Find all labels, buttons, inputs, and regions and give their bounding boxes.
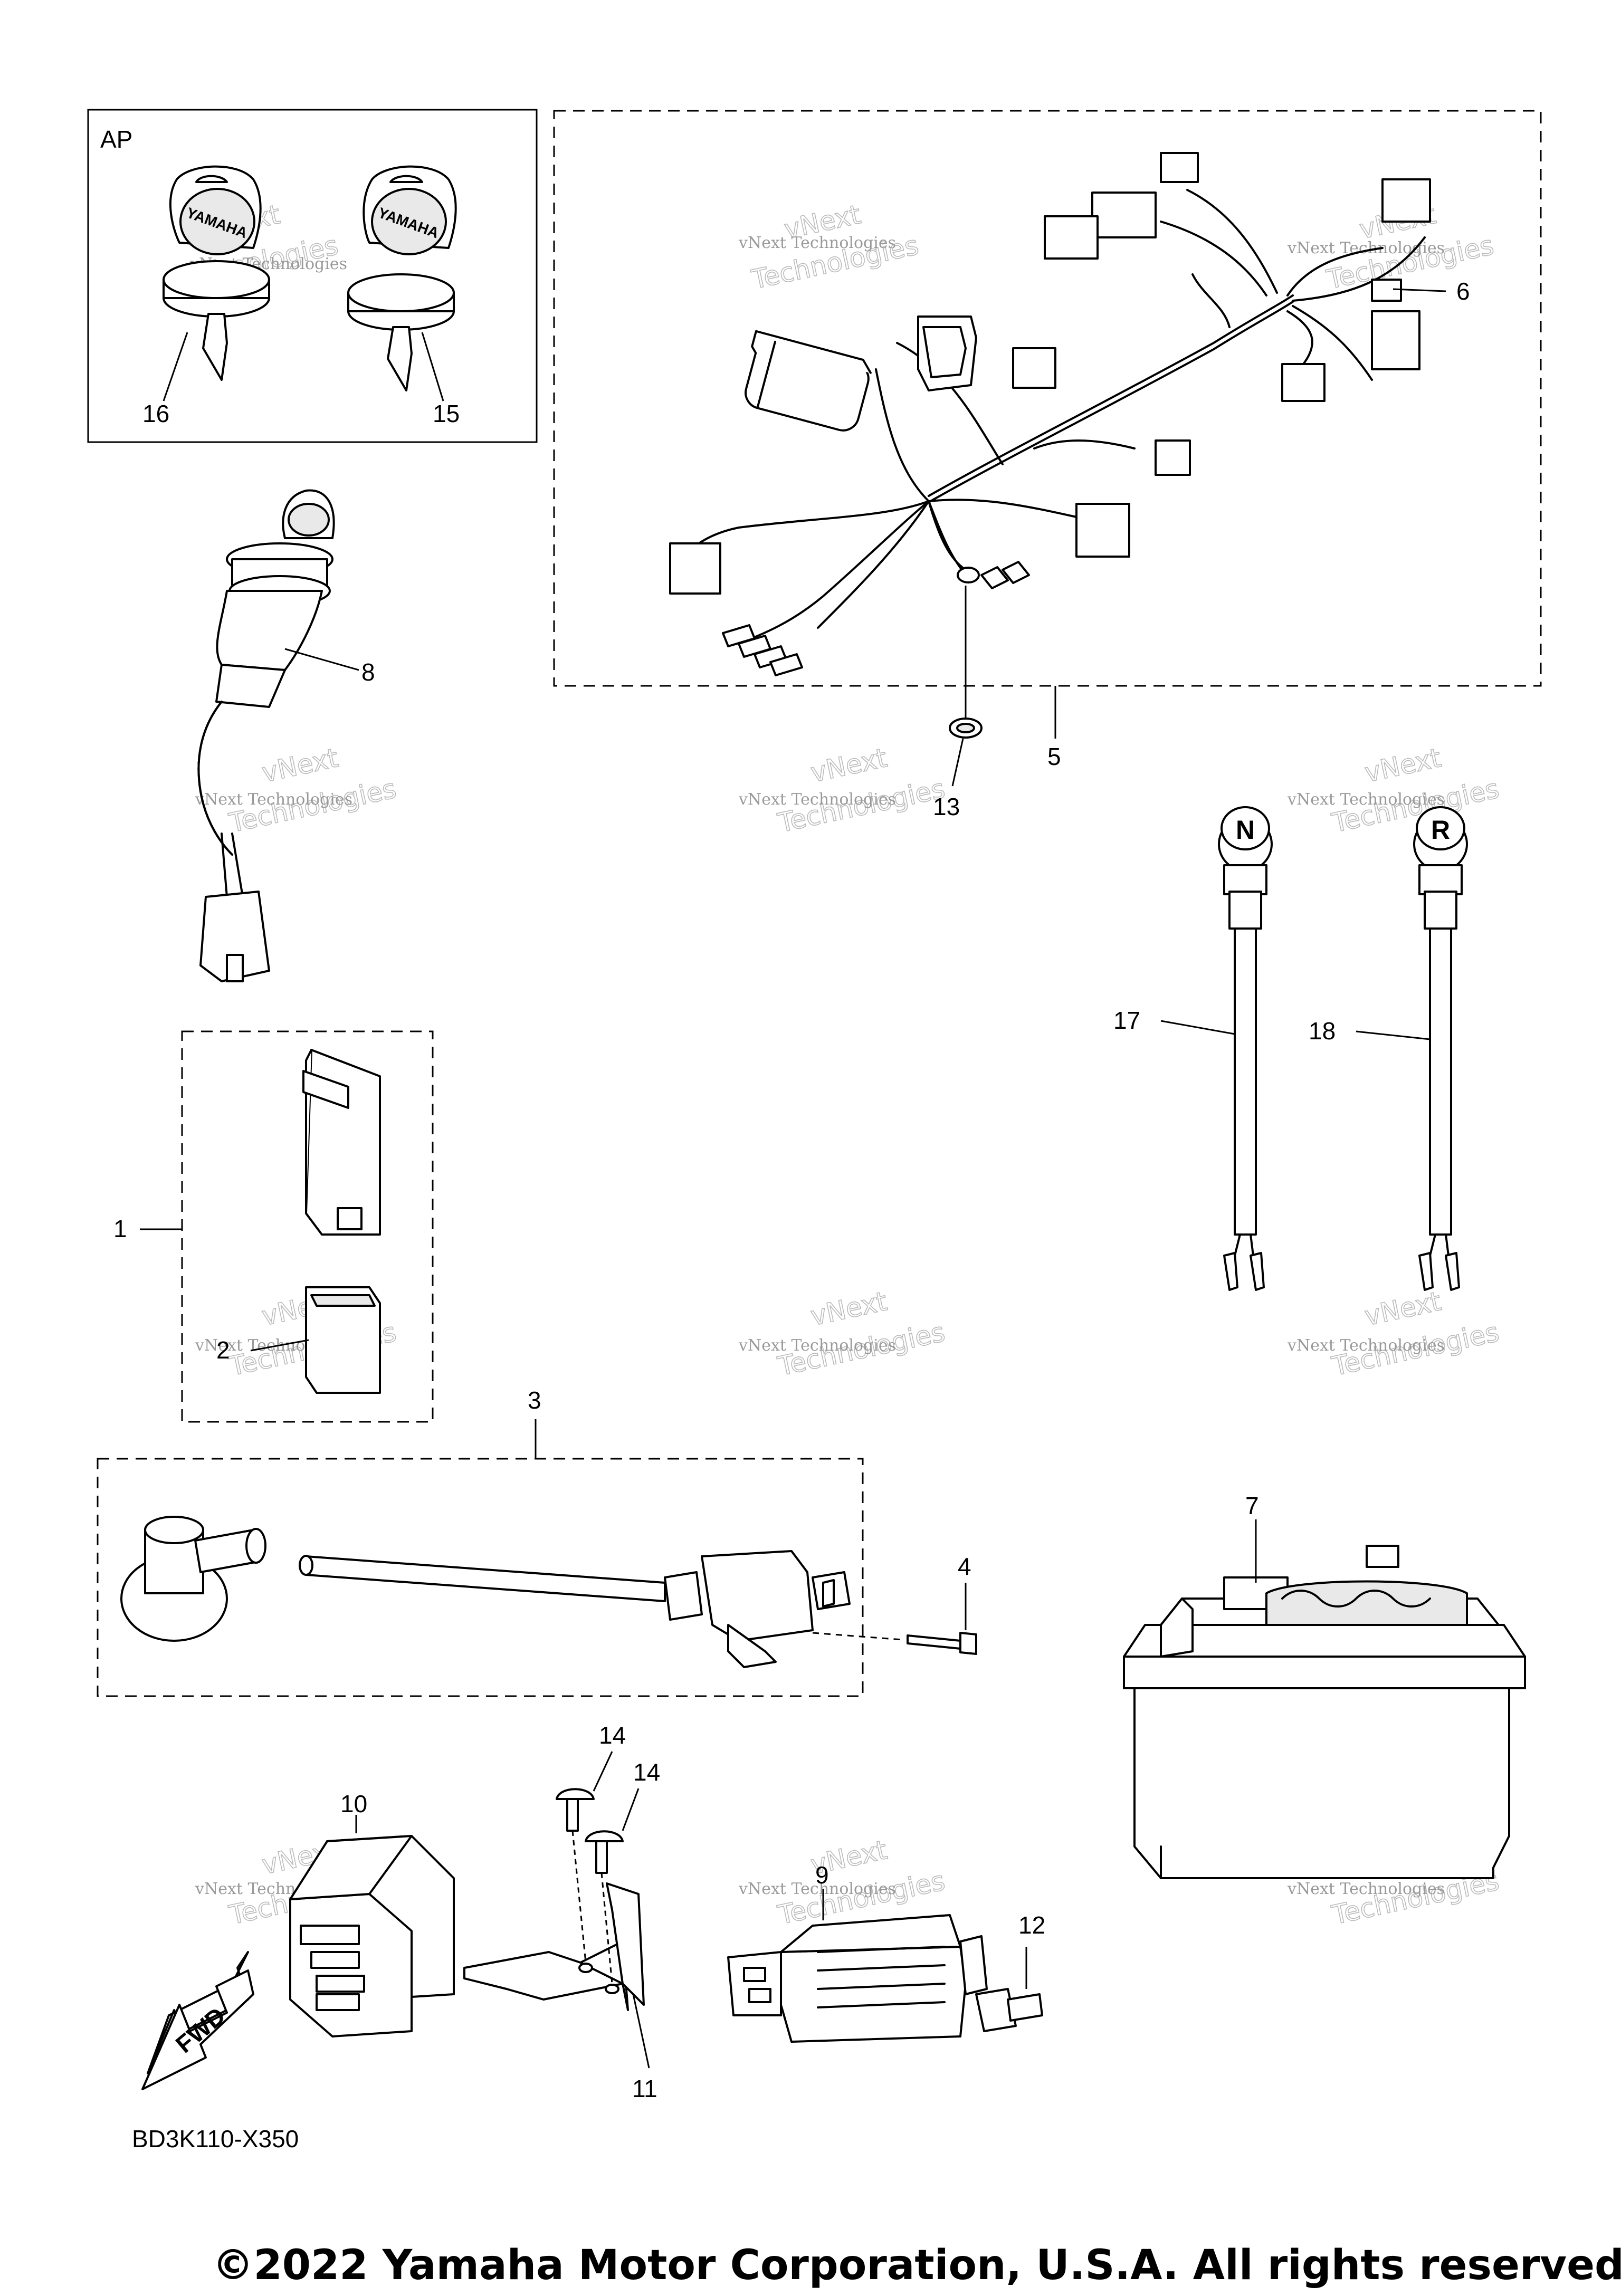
watermark-text: vNext Technologies: [1287, 239, 1445, 257]
callout-17: 17: [1113, 1007, 1140, 1034]
callout-9: 9: [815, 1861, 829, 1889]
leader-8: [284, 648, 359, 671]
bolt-12[interactable]: [975, 1988, 1043, 2032]
cdi-cover-2[interactable]: [305, 1286, 381, 1394]
connector: [1160, 152, 1199, 183]
bracket-11[interactable]: [463, 1882, 645, 2011]
wire-harness-5[interactable]: [669, 152, 1431, 676]
ap-label: AP: [100, 126, 132, 153]
reverse-letter: R: [1431, 815, 1450, 845]
neutral-switch-17[interactable]: N: [1218, 806, 1273, 1291]
copyright-text: ©2022 Yamaha Motor Corporation, U.S.A. A…: [212, 2242, 1621, 2289]
leader-14a: [593, 1751, 613, 1792]
reverse-switch-18[interactable]: R: [1413, 806, 1468, 1291]
watermark-mark: vNext: [1362, 742, 1444, 788]
watermark-text: vNext Technologies: [738, 234, 896, 252]
callout-7: 7: [1245, 1492, 1259, 1519]
watermark-text: vNext Technologies: [1287, 1336, 1445, 1355]
watermark-text: vNext Technologies: [1287, 790, 1445, 809]
grommet-13[interactable]: [949, 718, 983, 739]
wire-harness-group: 6 5 13: [553, 110, 1542, 820]
screw-14a-axis: [571, 1830, 587, 1963]
harness-frame: [553, 110, 1542, 687]
cdi-frame: [181, 1030, 434, 1423]
callout-14a: 14: [599, 1721, 626, 1749]
connector: [1371, 310, 1420, 370]
rectifier-regulator-9[interactable]: [727, 1914, 988, 2043]
leader-15: [421, 332, 444, 401]
callout-18: 18: [1309, 1017, 1336, 1045]
watermark-text: vNext Technologies: [738, 790, 896, 809]
neutral-letter: N: [1236, 815, 1255, 845]
watermark-mark: vNext: [808, 742, 890, 788]
leader-17: [1160, 1020, 1235, 1035]
callout-2: 2: [216, 1336, 230, 1364]
battery-7[interactable]: [1123, 1545, 1526, 1879]
callout-13: 13: [933, 793, 960, 820]
callout-5: 5: [1047, 743, 1061, 770]
connector: [1091, 192, 1157, 238]
ignition-coil-group: 3 4: [97, 1386, 977, 1697]
leader-2: [250, 1339, 309, 1352]
cdi-unit-1[interactable]: [302, 1049, 381, 1236]
drawing-code: BD3K110-X350: [132, 2125, 299, 2152]
key-15[interactable]: YAMAHA: [347, 165, 457, 391]
key-group-ap: AP YAMAHA 16 YAMAHA 15: [87, 109, 538, 443]
watermark-mark: vNext: [259, 742, 341, 788]
callout-16: 16: [142, 400, 169, 427]
watermark-text: vNext Technologies: [738, 1880, 896, 1898]
leader-16: [163, 332, 188, 401]
connector: [669, 542, 721, 595]
connector: [1381, 178, 1431, 223]
callout-10: 10: [340, 1790, 367, 1817]
leader-6: [1393, 288, 1446, 292]
key-brand-badge: [179, 188, 255, 255]
callout-11: 11: [632, 2075, 657, 2102]
watermark-text: vNext Technologies: [738, 1336, 896, 1355]
ap-frame: [87, 109, 538, 443]
callout-6: 6: [1456, 278, 1470, 305]
leader-14b: [622, 1788, 640, 1831]
ignition-coil-3[interactable]: [120, 1516, 851, 1668]
connector: [1044, 215, 1099, 260]
callout-14b: 14: [633, 1758, 660, 1786]
bolt-4[interactable]: [907, 1632, 977, 1655]
cdi-group: 1 2: [113, 1030, 434, 1423]
callout-15: 15: [433, 400, 460, 427]
fwd-arrow-icon: FWD: [141, 1951, 254, 2090]
connector: [1155, 439, 1191, 476]
main-switch-8[interactable]: [197, 489, 335, 982]
key-16[interactable]: YAMAHA: [163, 165, 270, 381]
relay-10[interactable]: [289, 1835, 455, 2037]
leader-4-dash: [812, 1632, 903, 1641]
connector: [1281, 363, 1326, 402]
connector: [1012, 347, 1056, 389]
callout-1: 1: [113, 1215, 127, 1242]
leader-11: [632, 1994, 650, 2069]
connector: [1075, 503, 1130, 558]
callout-8: 8: [361, 658, 375, 686]
watermark-text: vNext Technologies: [1287, 1880, 1445, 1898]
watermark-text: vNext Technologies: [195, 790, 352, 809]
watermark-mark: vNext: [808, 1286, 890, 1332]
coil-frame: [97, 1458, 864, 1697]
callout-4: 4: [958, 1553, 971, 1580]
screw-14a[interactable]: [556, 1788, 595, 1832]
screw-14b[interactable]: [585, 1830, 624, 1874]
watermark-mark: vNext: [1362, 1286, 1444, 1332]
callout-12: 12: [1018, 1911, 1045, 1939]
leader-18: [1356, 1030, 1431, 1040]
leader-13: [951, 738, 964, 787]
key-brand-badge: [371, 188, 447, 255]
callout-3: 3: [528, 1386, 541, 1414]
